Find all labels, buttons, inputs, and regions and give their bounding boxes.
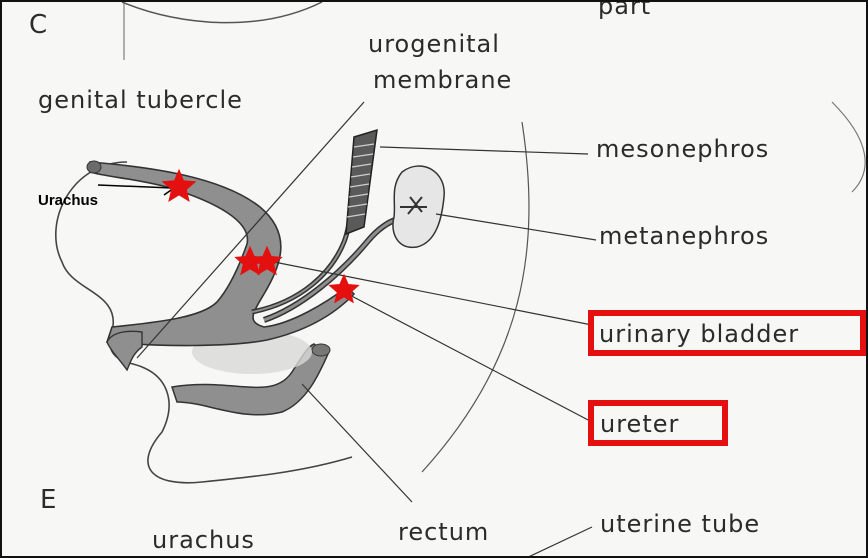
label-urogenital: urogenital	[368, 32, 500, 56]
outline-far-right-arc	[832, 102, 865, 192]
label-part: part	[598, 0, 651, 18]
panel-label-e: E	[40, 487, 57, 513]
leader-ureter	[344, 292, 592, 422]
label-metanephros: metanephros	[599, 224, 769, 248]
bladder-shape	[90, 162, 354, 346]
outline-top-curve	[122, 2, 322, 23]
leader-mesonephros	[380, 147, 588, 154]
highlight-urinary-bladder	[588, 310, 866, 356]
panel-label-c: C	[29, 12, 48, 38]
highlight-ureter	[588, 400, 728, 446]
annotation-urachus: Urachus	[38, 192, 98, 209]
label-urachus-bottom: urachus	[152, 528, 255, 552]
leader-uterine-tube	[522, 527, 592, 558]
label-genital-tubercle: genital tubercle	[38, 88, 243, 112]
leader-metanephros	[436, 214, 596, 240]
label-membrane: membrane	[373, 68, 512, 92]
leader-rectum	[302, 384, 412, 502]
label-rectum: rectum	[398, 520, 489, 544]
genital-tubercle-shape	[107, 331, 142, 370]
label-uterine-tube: uterine tube	[600, 512, 760, 536]
label-mesonephros: mesonephros	[596, 137, 769, 161]
